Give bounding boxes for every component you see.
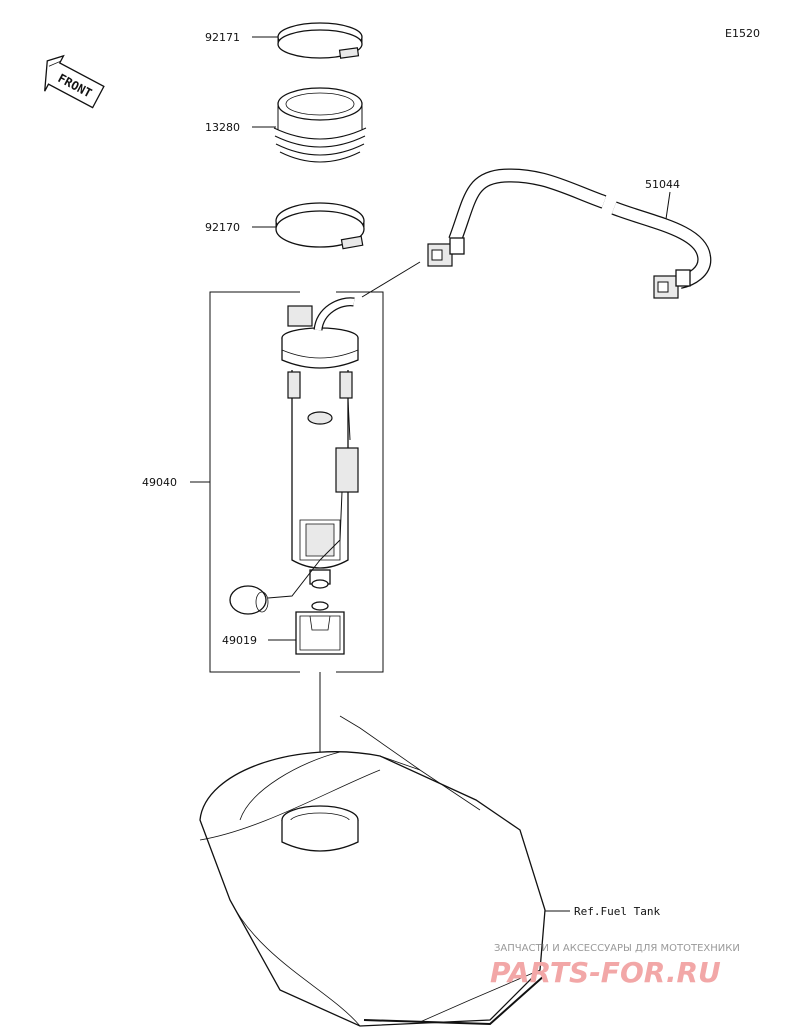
- watermark-tagline: ЗАПЧАСТИ И АКСЕССУАРЫ ДЛЯ МОТОТЕХНИКИ: [494, 943, 740, 954]
- part-label-13280: 13280: [205, 121, 240, 134]
- reference-label: Ref.Fuel Tank: [574, 905, 660, 918]
- diagram-code: E1520: [725, 27, 760, 40]
- fuel-tank: [199, 715, 546, 1027]
- fuel-pump-49040: [229, 297, 359, 615]
- gasket-13280: [273, 87, 367, 163]
- part-label-92171: 92171: [205, 31, 240, 44]
- filter-49019: [295, 601, 345, 655]
- part-label-92170: 92170: [205, 221, 240, 234]
- front-arrow-icon: FRONT: [44, 54, 105, 109]
- part-label-51044: 51044: [645, 178, 680, 191]
- clamp-92170: [275, 202, 365, 250]
- watermark-brand: PARTS-FOR.RU: [490, 956, 721, 989]
- fuel-hose-51044: [427, 168, 712, 299]
- part-label-49040: 49040: [142, 476, 177, 489]
- part-label-49019: 49019: [222, 634, 257, 647]
- clamp-92171: [277, 22, 363, 59]
